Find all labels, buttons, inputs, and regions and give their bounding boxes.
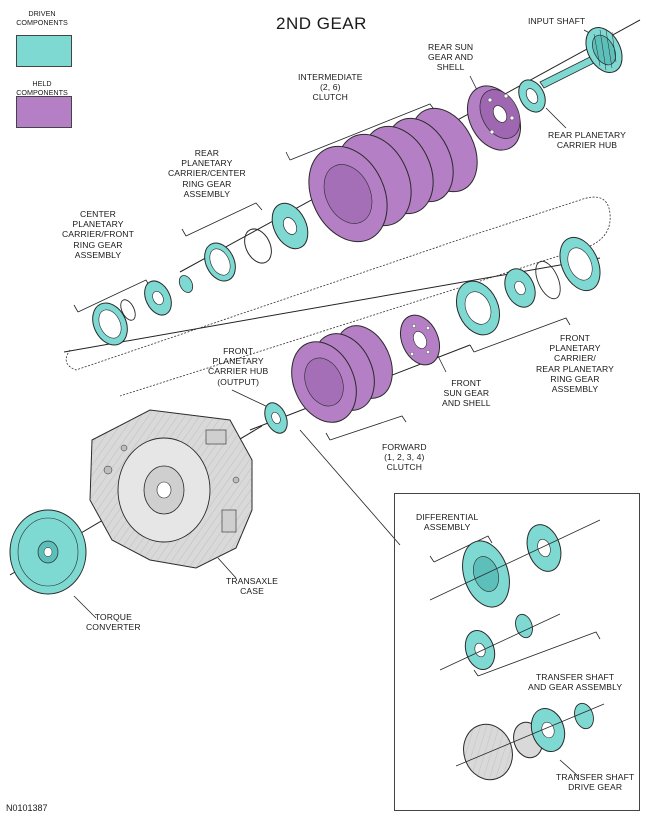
label-intermediate-clutch: INTERMEDIATE (2, 6) CLUTCH <box>298 72 363 103</box>
diagram-title: 2ND GEAR <box>276 14 367 33</box>
transfer-shaft-part <box>439 613 561 671</box>
differential-assembly-part <box>429 519 601 608</box>
rear-planetary-carrier-hub-part <box>518 79 546 113</box>
front-planetary-carrier-hub-part <box>264 402 288 434</box>
label-center-planetary-carrier: CENTER PLANETARY CARRIER/FRONT RING GEAR… <box>62 209 134 260</box>
label-front-planetary-carrier: FRONT PLANETARY CARRIER/ REAR PLANETARY … <box>536 333 614 395</box>
legend-held-label: HELD COMPONENTS <box>16 79 68 97</box>
label-torque-converter: TORQUE CONVERTER <box>86 612 141 633</box>
label-rear-planetary-carrier: REAR PLANETARY CARRIER/CENTER RING GEAR … <box>168 148 246 199</box>
transfer-shaft-drive-gear-part <box>455 702 605 781</box>
legend-driven-swatch <box>16 35 72 67</box>
differential-inset-panel <box>394 493 640 811</box>
label-forward-clutch: FORWARD (1, 2, 3, 4) CLUTCH <box>382 442 427 473</box>
transaxle-case-part <box>89 409 253 569</box>
front-planetary-carrier-part <box>455 236 601 336</box>
front-sun-gear-part <box>399 314 441 366</box>
legend-held-swatch <box>16 96 72 128</box>
center-planetary-carrier-part <box>92 275 194 346</box>
label-rear-planetary-carrier-hub: REAR PLANETARY CARRIER HUB <box>548 130 626 151</box>
intermediate-clutch-pack <box>308 107 478 243</box>
label-rear-sun-gear: REAR SUN GEAR AND SHELL <box>428 42 474 73</box>
figure-id: N0101387 <box>6 803 48 813</box>
label-transaxle-case: TRANSAXLE CASE <box>226 576 279 597</box>
label-differential-assembly: DIFFERENTIAL ASSEMBLY <box>416 512 479 533</box>
legend-driven-label: DRIVEN COMPONENTS <box>16 9 68 27</box>
forward-clutch-pack <box>291 325 393 423</box>
label-front-sun-gear: FRONT SUN GEAR AND SHELL <box>442 378 491 409</box>
label-transfer-shaft: TRANSFER SHAFT AND GEAR ASSEMBLY <box>528 672 623 693</box>
input-shaft-part <box>539 27 623 89</box>
assembly-boundary-curve <box>65 196 611 397</box>
label-input-shaft: INPUT SHAFT <box>528 16 586 26</box>
label-transfer-shaft-drive-gear: TRANSFER SHAFT DRIVE GEAR <box>556 772 635 793</box>
rear-sun-gear-part <box>466 85 522 151</box>
leader-lines <box>73 29 607 777</box>
torque-converter-part <box>9 509 87 595</box>
rear-planetary-carrier-part <box>204 202 309 282</box>
label-front-planetary-carrier-hub: FRONT PLANETARY CARRIER HUB (OUTPUT) <box>208 346 269 387</box>
